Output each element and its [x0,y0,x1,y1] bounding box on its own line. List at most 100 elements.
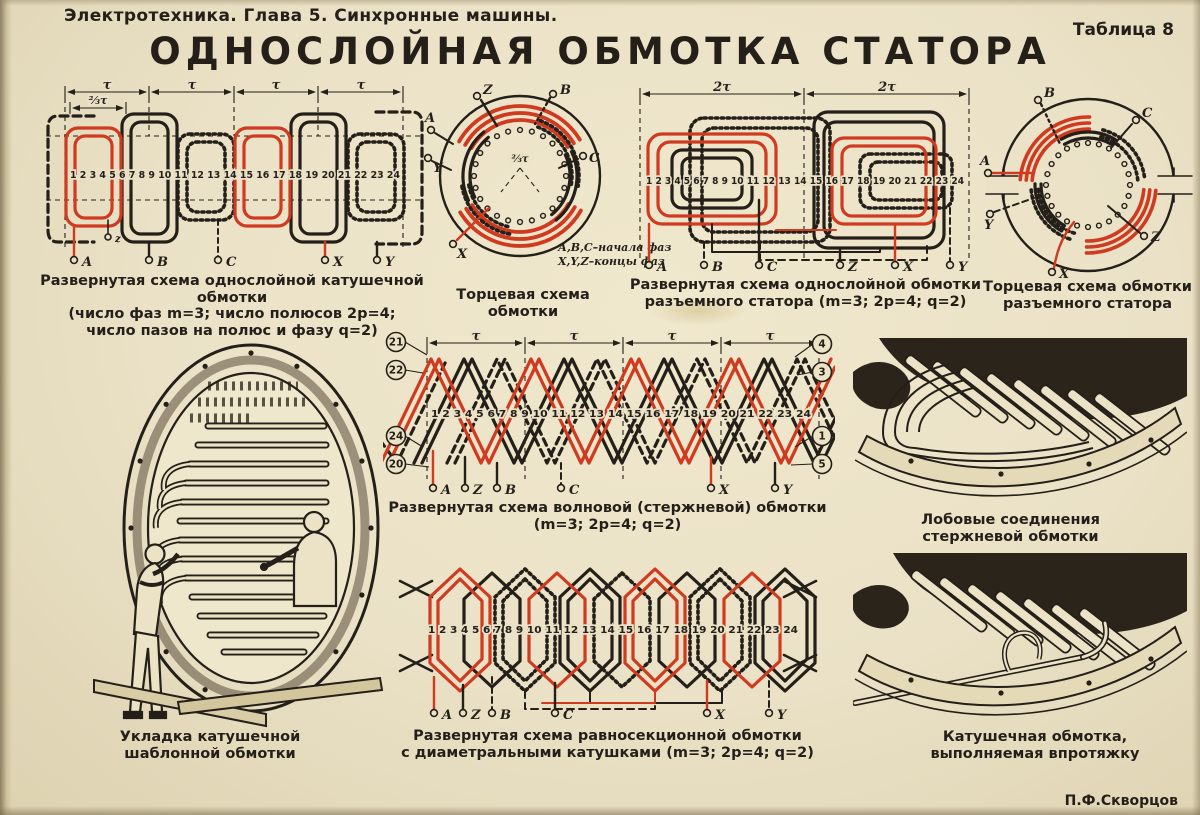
tau-label: τ [766,331,775,344]
worker-right [259,510,338,608]
stator-rim-edge [854,650,1187,716]
terminal-y-label: Y [783,483,794,498]
terminal-x-label: X [902,260,914,275]
two-tau-label: 2τ [712,80,731,95]
phase-coils [46,110,424,246]
terminal-leads [429,675,774,718]
terminal-z-label: Z [470,708,481,723]
tau-label: τ [668,331,677,344]
caption-line: Торцевая схема [456,287,590,303]
note-line: X,Y,Z–концы фаз [558,254,665,268]
terminal-leads [423,89,588,249]
shading-mass [853,584,909,629]
terminal-c-label: C [569,483,580,498]
caption-wave-winding: Развернутая схема волновой (стержневой) … [385,500,830,533]
terminal-y-label: Y [385,255,396,270]
terminal-y-label: Y [433,161,444,176]
author-signature: П.Ф.Скворцов [1064,793,1178,809]
caption-equal-section: Развернутая схема равносекционной обмотк… [390,728,825,761]
circled-24: 24 [389,431,404,443]
terminal-leads [69,219,382,265]
shading-mass [853,361,911,410]
caption-line: Развернутая схема однослойной катушечной… [40,273,424,306]
terminal-x-label: X [718,483,730,498]
two-thirds-tau-label: ⅔τ [89,94,108,107]
threaded-bar [853,620,1110,706]
tau-label: τ [103,78,112,93]
caption-line: (число фаз m=3; число полюсов 2p=4; [68,306,396,323]
caption-split-end-view: Торцевая схема обмотки разъемного статор… [980,279,1195,312]
terminal-b-label: B [559,83,571,98]
terminal-x-label: X [1058,267,1070,282]
caption-line: (m=3; 2p=4; q=2) [533,516,682,533]
rim-bolts [908,437,1154,477]
laying-winding-illustration [93,343,384,728]
circled-3: 3 [818,367,825,379]
circled-21: 21 [389,337,404,349]
dimension-lines [426,337,820,349]
terminal-b-label: B [499,708,511,723]
terminal-c-label: C [563,708,574,723]
stator-rim-edge [854,431,1187,497]
end-crosses [398,579,818,673]
tau-label: τ [472,331,481,344]
phase-ends-note: А,В,С–начала фаз X,Y,Z–концы фаз [558,241,678,269]
caption-line: шаблонной обмотки [124,745,296,762]
two-tau-label: 2τ [877,80,896,95]
shading-mass [893,553,1187,635]
slot-numbers: 1 2 3 4 5 6 7 8 9 10 11 12 13 14 15 16 1… [428,625,798,636]
circled-4: 4 [818,339,825,351]
terminal-a-label: A [80,255,92,270]
slot-bars [904,354,1171,456]
terminal-a-label: A [655,260,667,275]
circled-1: 1 [818,431,825,443]
page-title: ОДНОСЛОЙНАЯ ОБМОТКА СТАТОРА [149,30,1051,73]
circled-5: 5 [818,459,825,471]
tau-label: τ [570,331,579,344]
wave-winding-diagram: τ τ τ τ 1 2 3 4 5 6 7 8 9 10 11 12 13 14… [383,331,835,498]
rim-bolts [908,656,1154,696]
caption-line: выполняемая впротяжку [930,745,1140,762]
caption-line: Укладка катушечной [119,729,301,745]
terminal-z-label: Z [1150,230,1161,245]
terminal-y-label: Y [958,260,969,275]
terminal-b-label: B [711,260,723,275]
caption-line: Развернутая схема равносекционной обмотк… [413,728,802,744]
terminal-x-label: X [714,708,726,723]
caption-line: разъемного статора (m=3; 2p=4; q=2) [644,293,967,310]
terminal-leads [428,449,780,493]
terminal-c-label: C [226,255,237,270]
paper-edge-bottom [0,806,1200,815]
terminal-z-label: z [114,234,121,245]
terminal-b-label: B [156,255,168,270]
tau-label: τ [188,78,197,93]
dimension-lines [639,88,970,100]
coil-winding-developed-diagram: τ τ τ τ ⅔τ 1 2 3 4 5 6 7 8 9 10 11 12 13… [46,78,424,270]
caption-line: Лобовые соединения [921,512,1100,528]
terminal-a-label: A [978,154,990,169]
caption-coil-winding: Развернутая схема однослойной катушечной… [26,273,438,339]
floor-planks [93,676,384,728]
terminal-z-label: Z [482,83,493,98]
circled-22: 22 [389,365,404,377]
split-stator-end-view-diagram: B C A Y Z X [978,86,1193,282]
end-view-diagram: ⅔τ Z B A C X Y [423,83,602,262]
slot-dot-ring [1042,139,1134,231]
caption-line: стержневой обмотки [922,528,1099,545]
two-thirds-tau-center: ⅔τ [511,154,528,165]
caption-line: с диаметральными катушками (m=3; 2p=4; q… [401,744,814,761]
terminal-y-label: Y [984,218,995,233]
stator-hatch [190,381,308,423]
caption-end-view: Торцевая схема обмотки [428,287,618,320]
slot-numbers: 1 2 3 4 5 6 7 8 9 10 11 12 13 14 15 16 1… [70,170,400,181]
terminal-y-label: Y [777,708,788,723]
circled-conductor-numbers: 21 22 24 20 4 3 1 5 [385,331,833,475]
end-connections-illustration [853,338,1187,497]
slot-numbers: 1 2 3 4 5 6 7 8 9 10 11 12 13 14 15 16 1… [646,176,964,187]
terminal-b-label: B [1043,86,1055,101]
paper-stain [648,296,748,326]
terminal-x-label: X [332,255,344,270]
caption-line: обмотки [487,303,559,320]
caption-end-connections: Лобовые соединения стержневой обмотки [888,512,1133,545]
